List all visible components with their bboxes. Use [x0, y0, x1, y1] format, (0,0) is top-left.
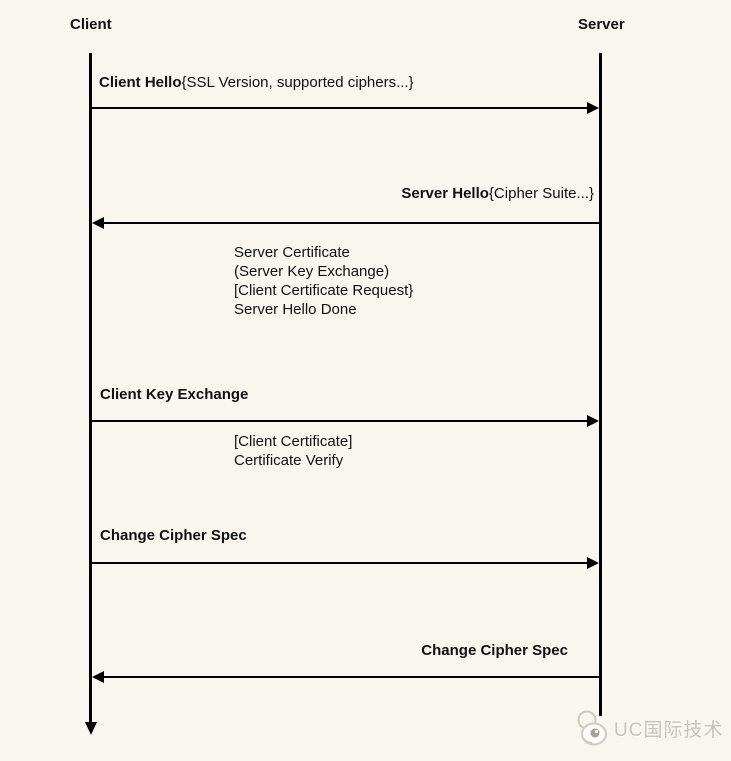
- arrow-change-cipher-spec-server-head-icon: [92, 671, 104, 683]
- message-name: Change Cipher Spec: [100, 527, 247, 544]
- arrow-client-hello-line: [91, 107, 588, 109]
- arrow-client-key-exchange-line: [91, 420, 588, 422]
- client-lifeline-down-arrowhead-icon: [85, 722, 97, 735]
- message-name: Client Key Exchange: [100, 386, 249, 403]
- arrow-client-key-exchange-head-icon: [587, 415, 599, 427]
- message-name: Server Hello: [401, 185, 489, 202]
- note-line: (Server Key Exchange): [234, 263, 390, 280]
- note-line: Server Hello Done: [234, 301, 357, 318]
- actor-label-server: Server: [578, 16, 625, 33]
- note-line: [Client Certificate]: [234, 433, 353, 450]
- message-name: Client Hello: [99, 74, 182, 91]
- watermark: UC国际技术: [575, 709, 723, 747]
- message-label-change-cipher-spec-server: Change Cipher Spec: [421, 642, 568, 659]
- arrow-change-cipher-spec-client-head-icon: [587, 557, 599, 569]
- message-detail: {Cipher Suite...}: [488, 185, 594, 202]
- note-line: Server Certificate: [234, 244, 350, 261]
- note-line: Certificate Verify: [234, 452, 344, 469]
- message-label-change-cipher-spec-client: Change Cipher Spec: [100, 527, 247, 544]
- message-detail: {SSL Version, supported ciphers...}: [181, 74, 414, 91]
- message-label-server-hello: Server Hello{Cipher Suite...}: [401, 185, 594, 202]
- chat-mascot-icon: [577, 710, 607, 746]
- message-label-client-hello: Client Hello{SSL Version, supported ciph…: [99, 74, 414, 91]
- arrow-server-hello-head-icon: [92, 217, 104, 229]
- message-name: Change Cipher Spec: [421, 642, 568, 659]
- client-lifeline: [89, 53, 92, 723]
- actor-label-client: Client: [70, 16, 112, 33]
- arrow-server-hello-line: [103, 222, 599, 224]
- arrow-change-cipher-spec-client-line: [91, 562, 588, 564]
- arrow-client-hello-head-icon: [587, 102, 599, 114]
- message-label-client-key-exchange: Client Key Exchange: [100, 386, 248, 403]
- arrow-change-cipher-spec-server-line: [103, 676, 599, 678]
- note-server-flight: Server Certificate (Server Key Exchange)…: [234, 243, 413, 319]
- watermark-text: UC国际技术: [614, 719, 724, 741]
- note-line: [Client Certificate Request}: [234, 282, 414, 299]
- server-lifeline: [599, 53, 602, 716]
- note-client-flight: [Client Certificate] Certificate Verify: [234, 432, 352, 470]
